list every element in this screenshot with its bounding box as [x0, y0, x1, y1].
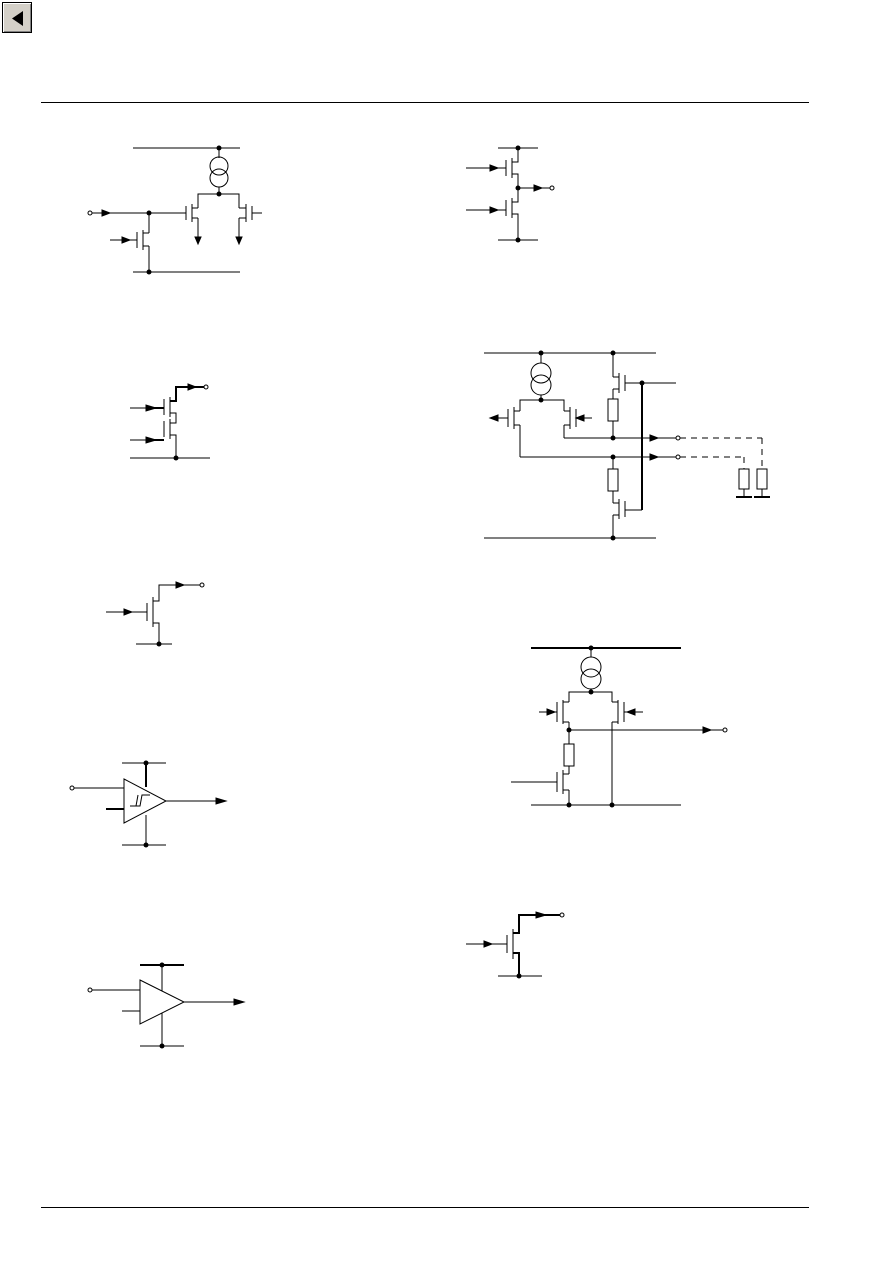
schmitt-trigger-input-schematic: [69, 760, 228, 848]
differential-input-stage-schematic: [87, 145, 262, 275]
open-drain-output-2-schematic: [466, 911, 565, 979]
header-rule: [41, 102, 809, 103]
back-button[interactable]: [2, 2, 32, 33]
triangle-left-icon: [12, 11, 23, 26]
comparator-input-schematic: [87, 962, 246, 1049]
cascode-open-drain-output-schematic: [130, 383, 210, 461]
open-drain-output-current-source-schematic: [511, 645, 728, 808]
footer-rule: [41, 1207, 809, 1208]
push-pull-output-schematic: [466, 145, 555, 243]
open-drain-output-schematic: [106, 581, 205, 647]
differential-line-driver-schematic: [484, 350, 770, 541]
